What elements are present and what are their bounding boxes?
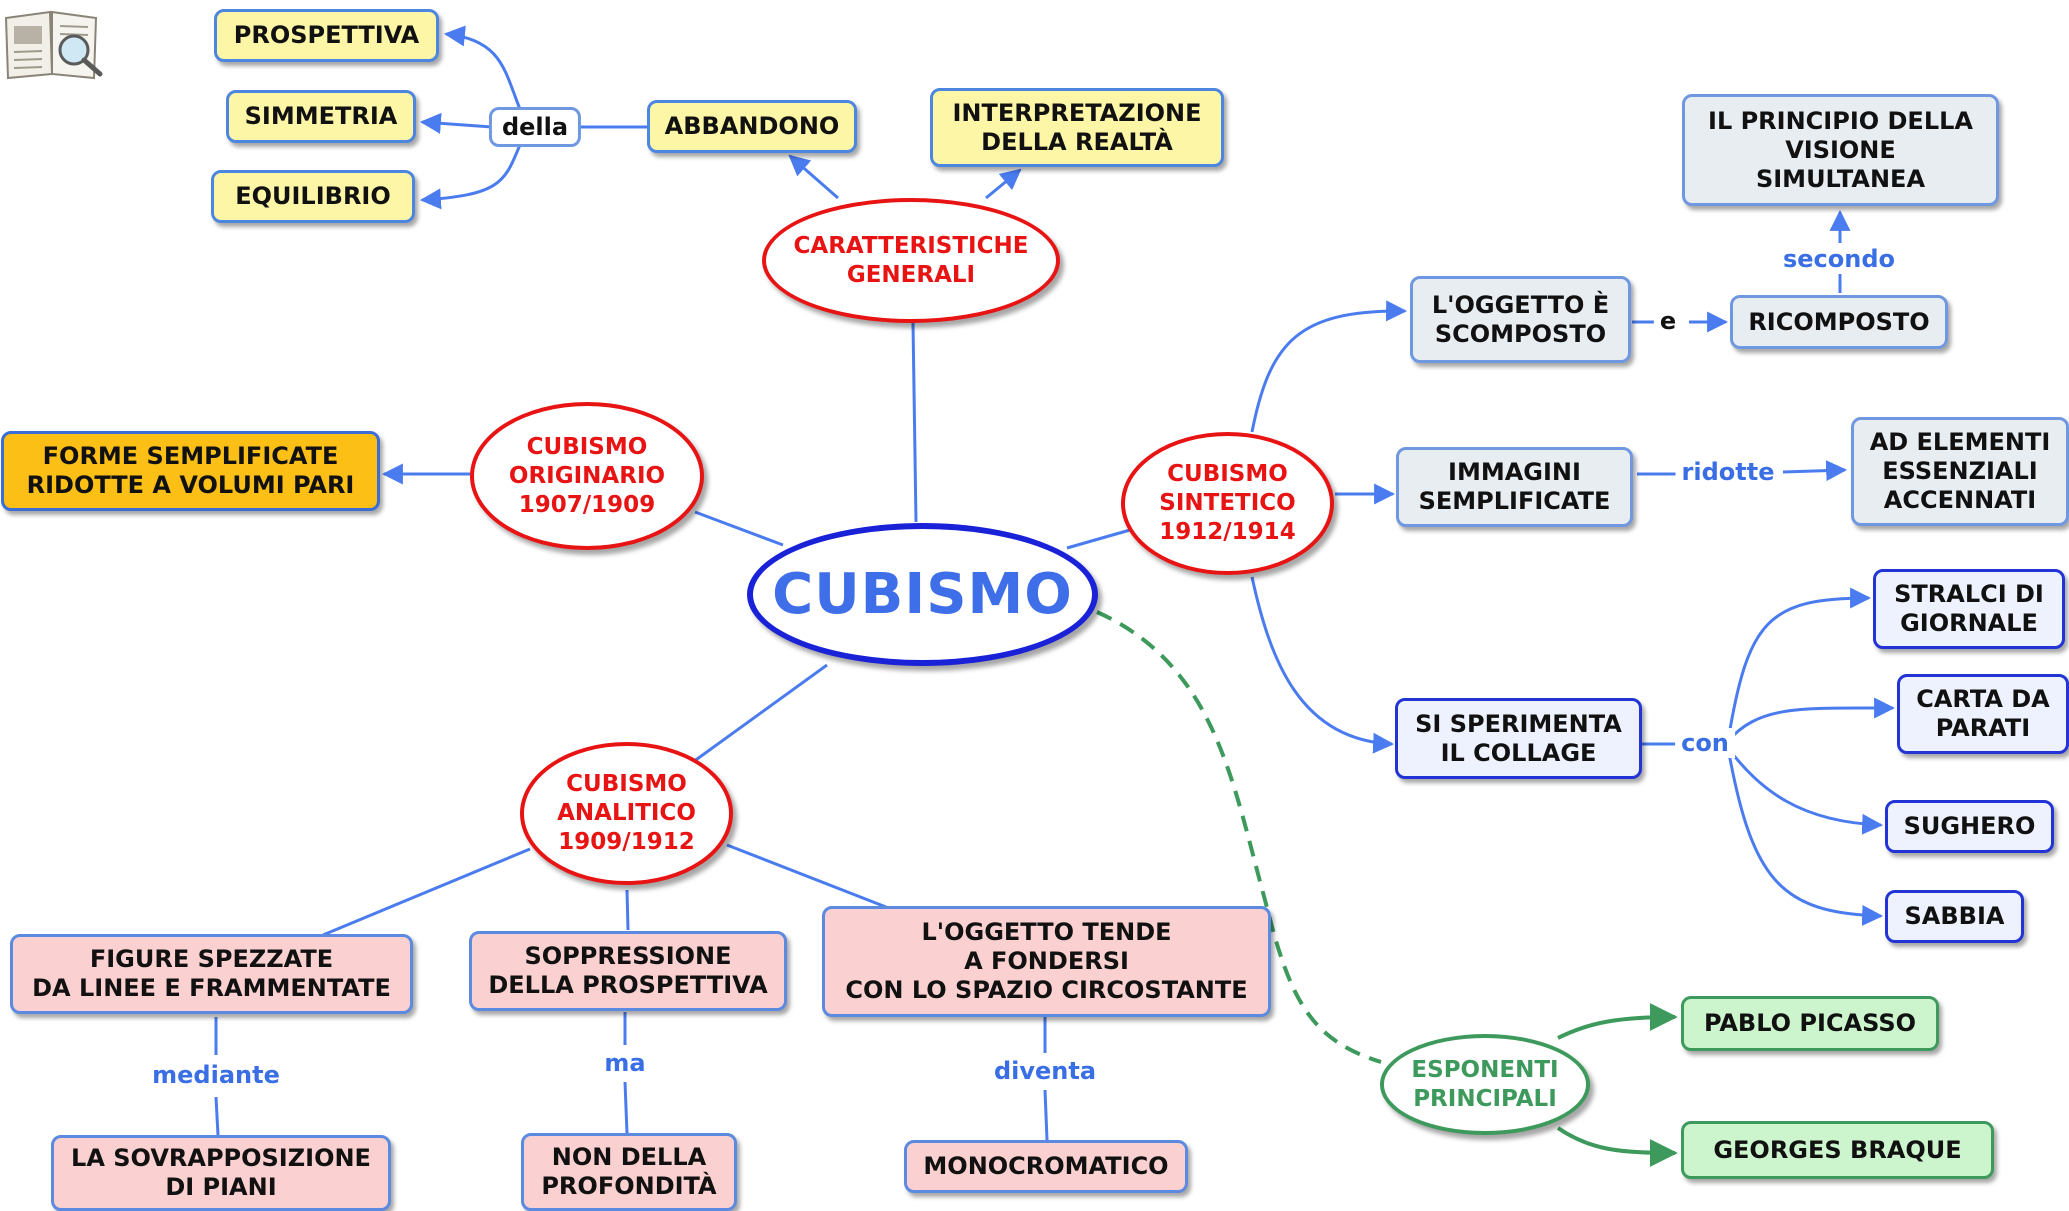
cubismo-sintetico-node: CUBISMO SINTETICO 1912/1914 — [1121, 432, 1334, 575]
sovrapposizione-node: LA SOVRAPPOSIZIONE DI PIANI — [51, 1135, 391, 1211]
cubismo-originario-node: CUBISMO ORIGINARIO 1907/1909 — [470, 402, 704, 550]
figure-spezzate-node: FIGURE SPEZZATE DA LINEE E FRAMMENTATE — [10, 934, 413, 1014]
material-node: SUGHERO — [1885, 800, 2054, 853]
della-label: della — [488, 107, 582, 147]
material-node: CARTA DA PARATI — [1897, 674, 2069, 754]
ricomposto-node: RICOMPOSTO — [1730, 295, 1948, 349]
oggetto-scomposto-node: L'OGGETTO È SCOMPOSTO — [1410, 276, 1631, 363]
oggetto-tende-node: L'OGGETTO TENDE A FONDERSI CON LO SPAZIO… — [822, 906, 1271, 1017]
mediante-label: mediante — [146, 1060, 286, 1090]
principio-node: IL PRINCIPIO DELLA VISIONE SIMULTANEA — [1682, 94, 1999, 206]
ma-label: ma — [598, 1048, 652, 1078]
book-magnifier-icon — [4, 10, 103, 80]
immagini-semplificate-node: IMMAGINI SEMPLIFICATE — [1396, 447, 1633, 527]
soppressione-node: SOPPRESSIONE DELLA PROSPETTIVA — [469, 931, 787, 1011]
interpretazione-node: INTERPRETAZIONE DELLA REALTÀ — [930, 88, 1224, 167]
diventa-label: diventa — [987, 1056, 1103, 1086]
elementi-essenziali-node: AD ELEMENTI ESSENZIALI ACCENNATI — [1851, 417, 2069, 526]
ridotte-label: ridotte — [1675, 457, 1781, 487]
monocromatico-node: MONOCROMATICO — [904, 1140, 1188, 1193]
e-label: e — [1653, 306, 1683, 336]
cubismo-analitico-node: CUBISMO ANALITICO 1909/1912 — [520, 742, 733, 885]
forme-semplificate-node: FORME SEMPLIFICATE RIDOTTE A VOLUMI PARI — [1, 431, 380, 511]
abbandono-node: ABBANDONO — [647, 100, 857, 153]
central-topic: CUBISMO — [747, 523, 1098, 666]
material-node: SABBIA — [1885, 890, 2024, 943]
collage-node: SI SPERIMENTA IL COLLAGE — [1395, 698, 1642, 779]
simmetria-node: SIMMETRIA — [226, 90, 416, 143]
con-label: con — [1675, 728, 1735, 758]
esponenti-principali-node: ESPONENTI PRINCIPALI — [1380, 1034, 1590, 1135]
profondita-node: NON DELLA PROFONDITÀ — [521, 1133, 737, 1211]
equilibrio-node: EQUILIBRIO — [211, 170, 415, 223]
artist-node: GEORGES BRAQUE — [1681, 1121, 1994, 1179]
prospettiva-node: PROSPETTIVA — [214, 9, 439, 62]
caratteristiche-generali-node: CARATTERISTICHE GENERALI — [762, 198, 1060, 323]
secondo-label: secondo — [1776, 244, 1902, 274]
material-node: STRALCI DI GIORNALE — [1873, 569, 2065, 649]
artist-node: PABLO PICASSO — [1681, 996, 1939, 1051]
